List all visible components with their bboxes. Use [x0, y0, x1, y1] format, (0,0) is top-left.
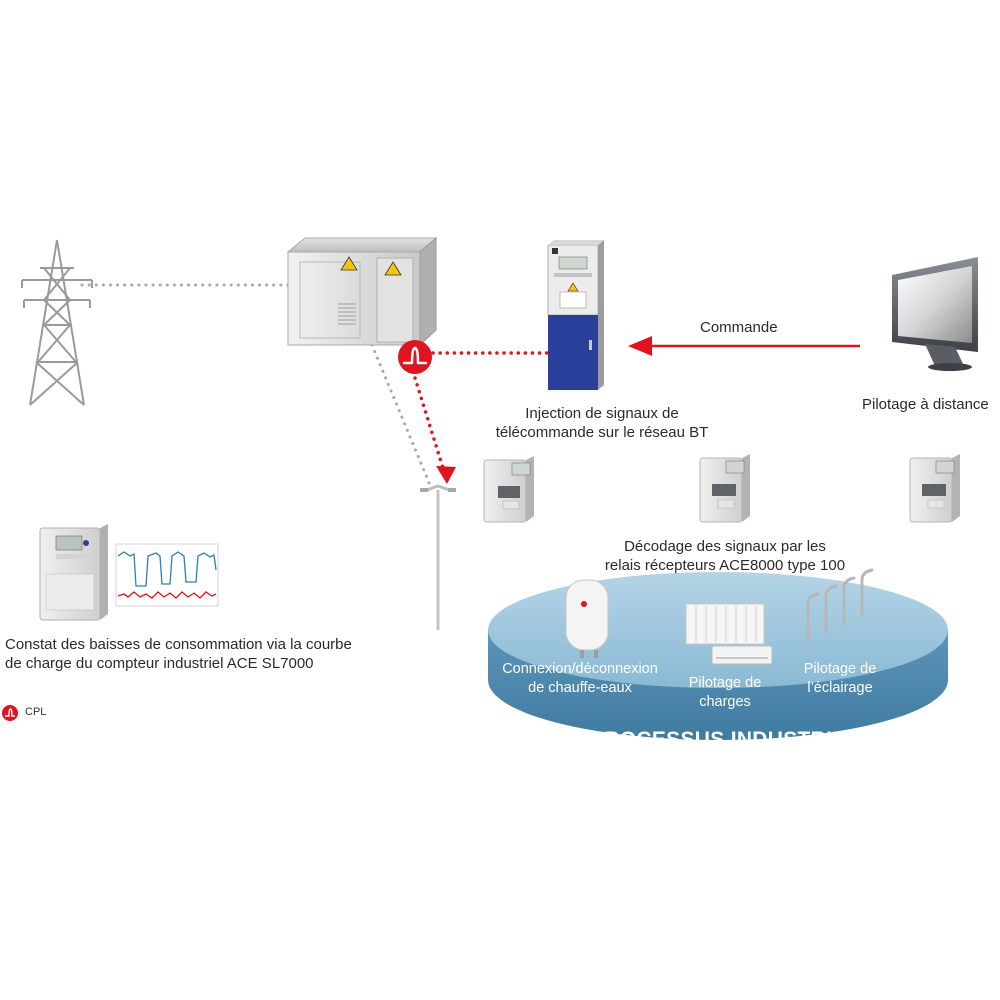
legend-cpl-icon	[2, 705, 18, 721]
relay-receiver-icon	[483, 456, 534, 523]
pilotage-distance-label: Pilotage à distance	[862, 396, 989, 413]
charges-label-line2: charges	[699, 694, 751, 710]
eclairage-label-line2: l’éclairage	[807, 680, 873, 696]
chauffe-eaux-label-line1: Connexion/déconnexion	[502, 661, 658, 677]
signal-injector-cabinet-icon	[547, 240, 604, 390]
relay-receiver-icon	[699, 454, 750, 523]
industrial-meter-icon	[39, 524, 108, 621]
commande-label: Commande	[700, 319, 778, 336]
injection-label-line1: Injection de signaux de	[525, 405, 679, 422]
constat-label-line1: Constat des baisses de consommation via …	[5, 636, 352, 653]
decodage-label-line1: Décodage des signaux par les	[624, 538, 826, 555]
warning-sign-icon	[384, 261, 402, 276]
load-curve-blue	[117, 551, 217, 587]
charges-label-line1: Pilotage de	[688, 675, 762, 691]
constat-label-line2: de charge du compteur industriel ACE SL7…	[5, 655, 314, 672]
warning-sign-icon	[340, 256, 358, 271]
signal-cpl-to-pole	[413, 376, 445, 470]
radiator-icon	[685, 603, 765, 645]
legend-cpl-label: CPL	[25, 706, 47, 718]
relay-receiver-icon	[909, 454, 960, 523]
decodage-label-line2: relais récepteurs ACE8000 type 100	[604, 557, 846, 574]
chauffe-eaux-label-line2: de chauffe-eaux	[528, 680, 632, 696]
grey-dotted-links	[80, 283, 432, 487]
load-curve-chart	[115, 543, 219, 607]
air-conditioner-icon	[711, 645, 773, 665]
water-heater-icon	[565, 579, 609, 658]
load-curve-red	[117, 591, 217, 599]
transformer-substation-icon	[286, 236, 438, 347]
red-signal-links	[413, 351, 550, 470]
remote-monitor-icon	[892, 257, 978, 371]
commande-arrow	[628, 336, 860, 356]
signal-arrowhead	[436, 466, 456, 484]
cpl-signal-icon	[398, 340, 432, 374]
injection-label-line2: télécommande sur le réseau BT	[495, 424, 709, 441]
power-pylon-icon	[21, 239, 93, 406]
street-pole-icon	[420, 484, 456, 630]
eclairage-label-line1: Pilotage de	[803, 661, 877, 677]
street-lamps-icon	[806, 568, 874, 642]
processus-industriel-title: PROCESSUS INDUSTRIEL	[590, 728, 860, 751]
